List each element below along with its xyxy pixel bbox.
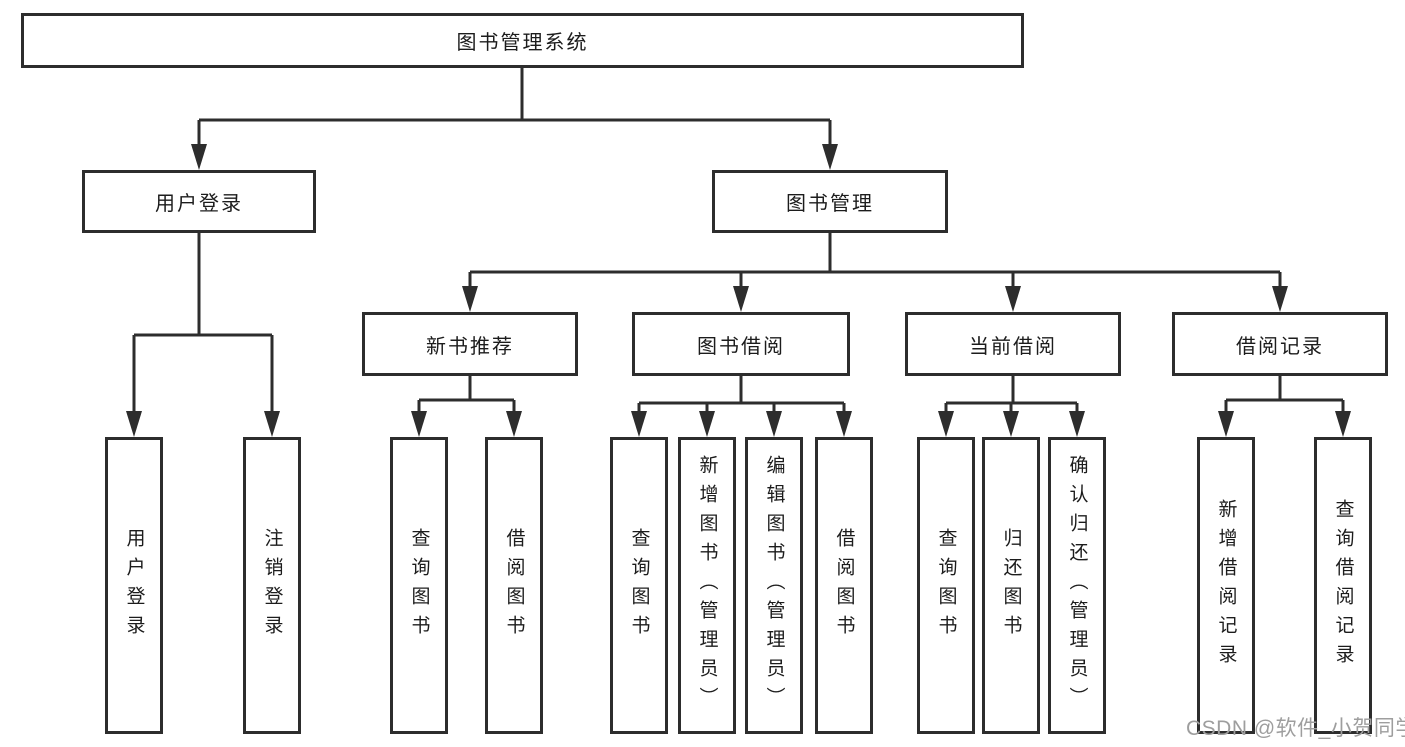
leaf-logout-label: 注销登录: [261, 527, 283, 644]
leaf-query-books-recommend-label: 查询图书: [408, 527, 430, 644]
leaf-query-books-current-label: 查询图书: [935, 527, 957, 644]
leaf-query-borrow-record: 查询借阅记录: [1314, 437, 1372, 734]
leaf-query-books-recommend: 查询图书: [390, 437, 448, 734]
node-new-book-recommend: 新书推荐: [362, 312, 578, 376]
node-book-management-label: 图书管理: [786, 193, 874, 215]
leaf-borrow-books-recommend: 借阅图书: [485, 437, 543, 734]
csdn-watermark: CSDN @软件_小贺同学: [1186, 717, 1405, 740]
node-book-borrowing: 图书借阅: [632, 312, 850, 376]
leaf-query-books-current: 查询图书: [917, 437, 975, 734]
leaf-user-login: 用户登录: [105, 437, 163, 734]
leaf-query-books-borrowing: 查询图书: [610, 437, 668, 734]
node-borrowing-records-label: 借阅记录: [1236, 335, 1324, 358]
leaf-confirm-return-admin: 确认归还（管理员）: [1048, 437, 1106, 734]
leaf-query-books-borrowing-label: 查询图书: [628, 527, 650, 644]
leaf-logout: 注销登录: [243, 437, 301, 734]
node-current-borrowing: 当前借阅: [905, 312, 1121, 376]
leaf-query-borrow-record-label: 查询借阅记录: [1332, 498, 1354, 673]
node-current-borrowing-label: 当前借阅: [969, 335, 1057, 358]
node-new-book-recommend-label: 新书推荐: [426, 335, 514, 358]
leaf-borrow-books-label: 借阅图书: [833, 527, 855, 644]
leaf-add-borrow-record: 新增借阅记录: [1197, 437, 1255, 734]
leaf-return-books-label: 归还图书: [1000, 527, 1022, 644]
leaf-return-books: 归还图书: [982, 437, 1040, 734]
leaf-add-borrow-record-label: 新增借阅记录: [1215, 498, 1237, 673]
node-book-borrowing-label: 图书借阅: [697, 335, 785, 358]
leaf-borrow-books-recommend-label: 借阅图书: [503, 527, 525, 644]
node-user-login: 用户登录: [82, 170, 316, 233]
leaf-edit-books-admin: 编辑图书（管理员）: [745, 437, 803, 734]
node-user-login-label: 用户登录: [155, 193, 243, 215]
leaf-user-login-label: 用户登录: [123, 527, 145, 644]
node-library-system-label: 图书管理系统: [456, 32, 589, 54]
leaf-add-books-admin-label: 新增图书（管理员）: [696, 455, 718, 716]
leaf-edit-books-admin-label: 编辑图书（管理员）: [763, 455, 785, 716]
node-book-management: 图书管理: [712, 170, 948, 233]
node-library-system: 图书管理系统: [21, 13, 1024, 68]
leaf-confirm-return-admin-label: 确认归还（管理员）: [1066, 455, 1088, 716]
node-borrowing-records: 借阅记录: [1172, 312, 1388, 376]
leaf-add-books-admin: 新增图书（管理员）: [678, 437, 736, 734]
leaf-borrow-books: 借阅图书: [815, 437, 873, 734]
